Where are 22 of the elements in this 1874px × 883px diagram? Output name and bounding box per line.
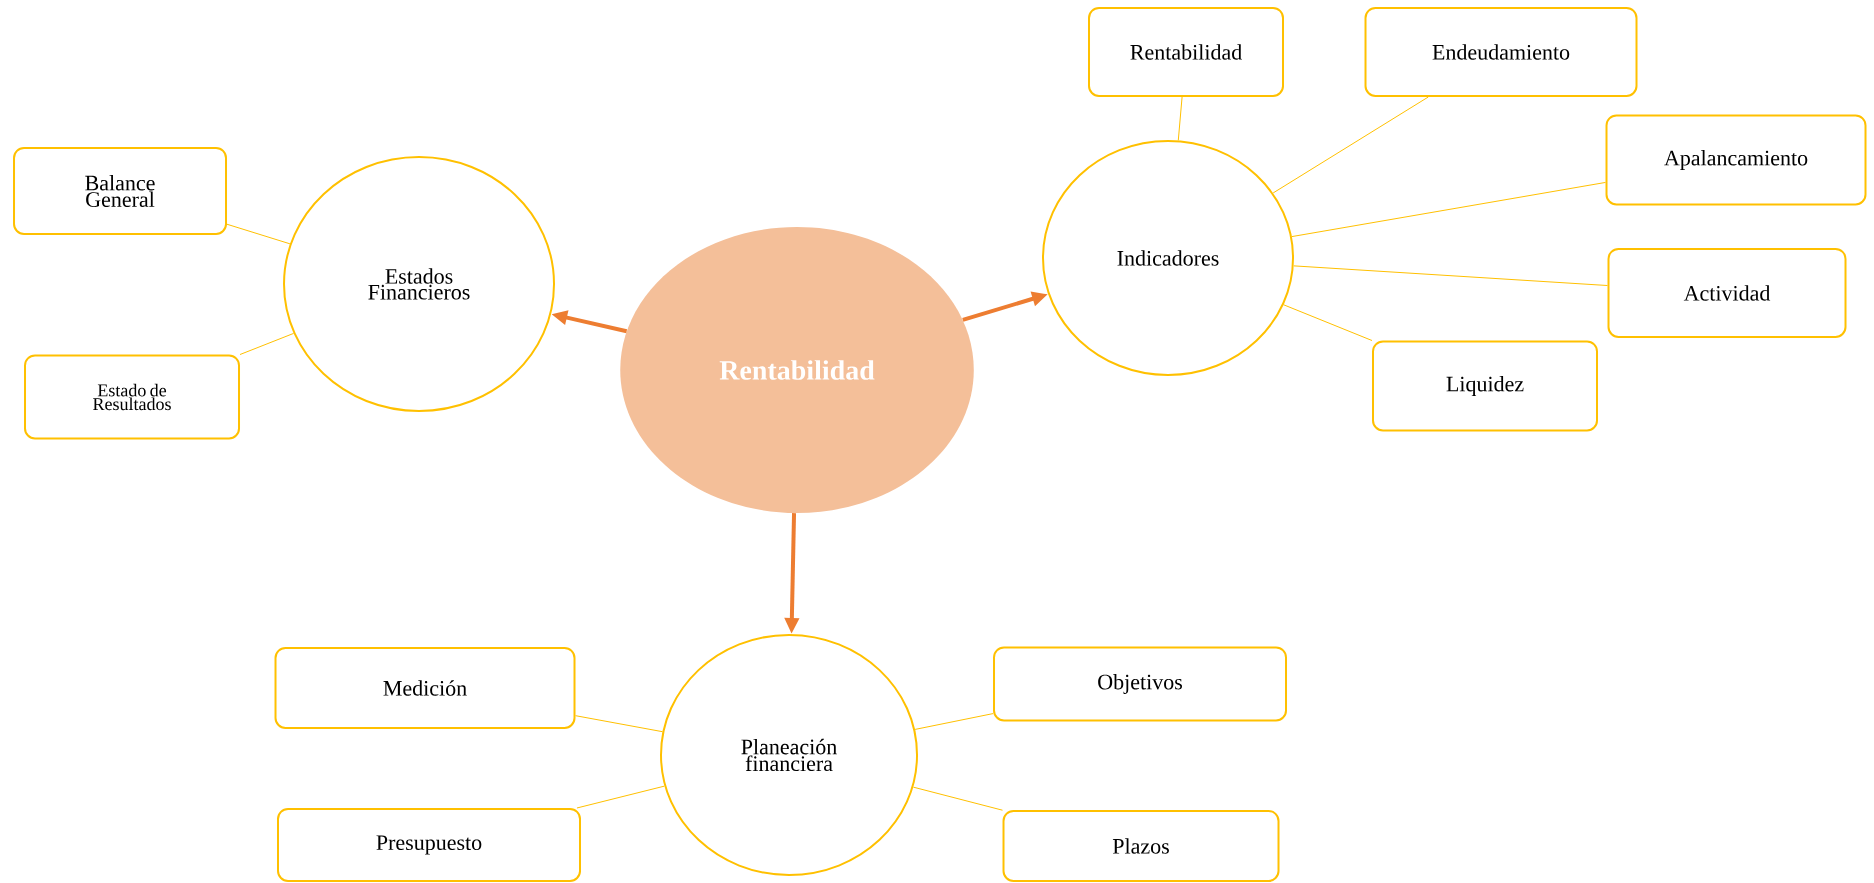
connector-line [239,332,295,356]
connector-line [1272,96,1429,194]
connector-line [1283,304,1373,341]
connector-line [1293,265,1608,286]
concept-box: Medición [274,647,576,729]
concept-box: Presupuesto [277,808,581,882]
concept-box: Actividad [1607,248,1847,338]
connector-line [1177,96,1183,141]
concept-box: Balance General [13,147,227,235]
connector-line [226,223,291,245]
connector-line [1291,181,1606,238]
connector-line [575,715,663,733]
connector-line [912,786,1003,811]
concept-box: Liquidez [1372,340,1598,432]
concept-box: Plazos [1002,810,1280,882]
concept-box: Estado de Resultados [24,354,240,440]
concept-box: Apalancamiento [1605,114,1867,206]
concept-box: Objetivos [993,646,1287,722]
connector-line [576,785,665,809]
concept-box: Endeudamiento [1364,7,1638,97]
concept-box: Rentabilidad [1088,7,1284,97]
connector-line [914,713,994,730]
